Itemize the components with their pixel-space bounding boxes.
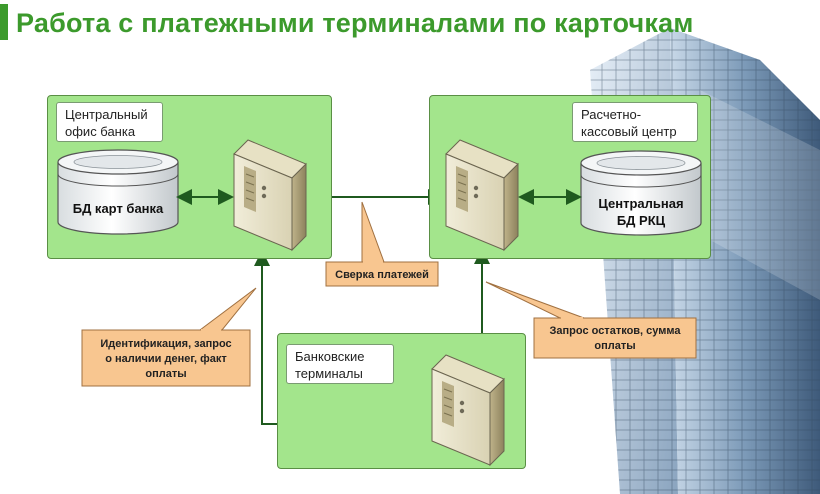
central-office-label-line-1: Центральный — [65, 107, 148, 122]
central-office-label: Центральный офис банка — [56, 102, 163, 142]
callout-identification-line-3: оплаты — [145, 368, 186, 380]
server-tower-icon — [445, 139, 519, 251]
callout-identification-line-1: Идентификация, запрос — [100, 338, 231, 350]
bank-terminals-label-line-1: Банковские — [295, 349, 365, 364]
rkc-db-label-line-1: Центральная — [598, 196, 683, 211]
slide-title: Работа с платежными терминалами по карто… — [16, 8, 694, 38]
server-tower-icon — [233, 139, 307, 251]
database-cylinder-icon — [57, 149, 179, 235]
settlement-center-label-line-2: кассовый центр — [581, 124, 677, 139]
callout-identification-line-2: о наличии денег, факт — [105, 353, 227, 365]
settlement-center-label: Расчетно- кассовый центр — [572, 102, 698, 142]
bank-cards-db-label: БД карт банка — [73, 201, 164, 216]
rkc-db-label-line-2: БД РКЦ — [617, 213, 666, 228]
bank-terminals-label: Банковские терминалы — [286, 344, 394, 384]
callout-balance-request-line-1: Запрос остатков, сумма — [550, 325, 682, 337]
server-tower-icon — [431, 354, 505, 466]
central-office-label-line-2: офис банка — [65, 124, 136, 139]
database-cylinder-icon — [580, 150, 702, 236]
bank-terminals-label-line-2: терминалы — [295, 366, 363, 381]
title-accent-bar — [0, 4, 8, 40]
callout-balance-request-line-2: оплаты — [594, 340, 635, 352]
callout-balance-request: Запрос остатков, сумма оплаты — [485, 281, 697, 359]
callout-identification: Идентификация, запрос о наличии денег, ф… — [81, 287, 257, 387]
callout-reconciliation-text: Сверка платежей — [335, 269, 429, 281]
settlement-center-label-line-1: Расчетно- — [581, 107, 642, 122]
callout-reconciliation: Сверка платежей — [325, 201, 439, 287]
